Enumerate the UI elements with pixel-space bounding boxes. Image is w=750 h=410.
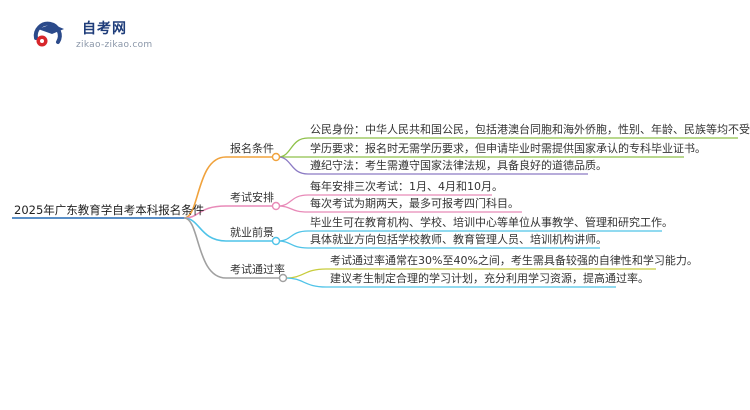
branch-label-3: 就业前景 (230, 226, 274, 239)
connector-leaf-4-2 (285, 277, 616, 288)
graduation-cap-logo-icon (33, 21, 64, 47)
connector-leaf-4-1 (285, 268, 656, 279)
connector-leaf-3-2 (277, 240, 600, 249)
leaf-3-2: 具体就业方向包括学校教师、教育管理人员、培训机构讲师。 (310, 233, 607, 246)
leaf-1-3: 遵纪守法：考生需遵守国家法律法规，具备良好的道德品质。 (310, 159, 607, 172)
connector-leaf-2-2 (277, 205, 522, 213)
logo-url: zikao-zikao.com (76, 40, 153, 50)
branch-label-4: 考试通过率 (230, 263, 285, 276)
leaf-4-1: 考试通过率通常在30%至40%之间，考生需具备较强的自律性和学习能力。 (330, 254, 698, 267)
leaf-2-2: 每次考试为期两天，最多可报考四门科目。 (310, 197, 519, 210)
connector-branch-2 (183, 205, 274, 219)
leaf-4-2: 建议考生制定合理的学习计划，充分利用学习资源，提高通过率。 (330, 272, 649, 285)
branch-label-2: 考试安排 (230, 191, 274, 204)
branch-node-4 (278, 273, 288, 283)
branch-node-2 (271, 201, 281, 211)
site-logo[interactable]: 自考网 zikao-zikao.com (30, 14, 190, 58)
connector-leaf-1-3 (277, 156, 588, 175)
mindmap-root: 2025年广东教育学自考本科报名条件 (14, 203, 205, 217)
logo-title: 自考网 (82, 21, 127, 37)
branch-node-1 (271, 152, 281, 162)
leaf-1-2: 学历要求：报名时无需学历要求，但申请毕业时需提供国家承认的专科毕业证书。 (310, 142, 706, 155)
connector-branch-4 (183, 217, 280, 279)
connector-branch-3 (183, 217, 274, 242)
branch-node-3 (271, 236, 281, 246)
branch-label-1: 报名条件 (230, 142, 274, 155)
connector-leaf-1-1 (277, 137, 738, 158)
leaf-2-1: 每年安排三次考试：1月、4月和10月。 (310, 180, 503, 193)
leaf-1-1: 公民身份：中华人民共和国公民，包括港澳台同胞和海外侨胞，性别、年龄、民族等均不受… (310, 123, 750, 136)
connector-branch-1 (183, 156, 274, 219)
leaf-3-1: 毕业生可在教育机构、学校、培训中心等单位从事教学、管理和研究工作。 (310, 216, 673, 229)
